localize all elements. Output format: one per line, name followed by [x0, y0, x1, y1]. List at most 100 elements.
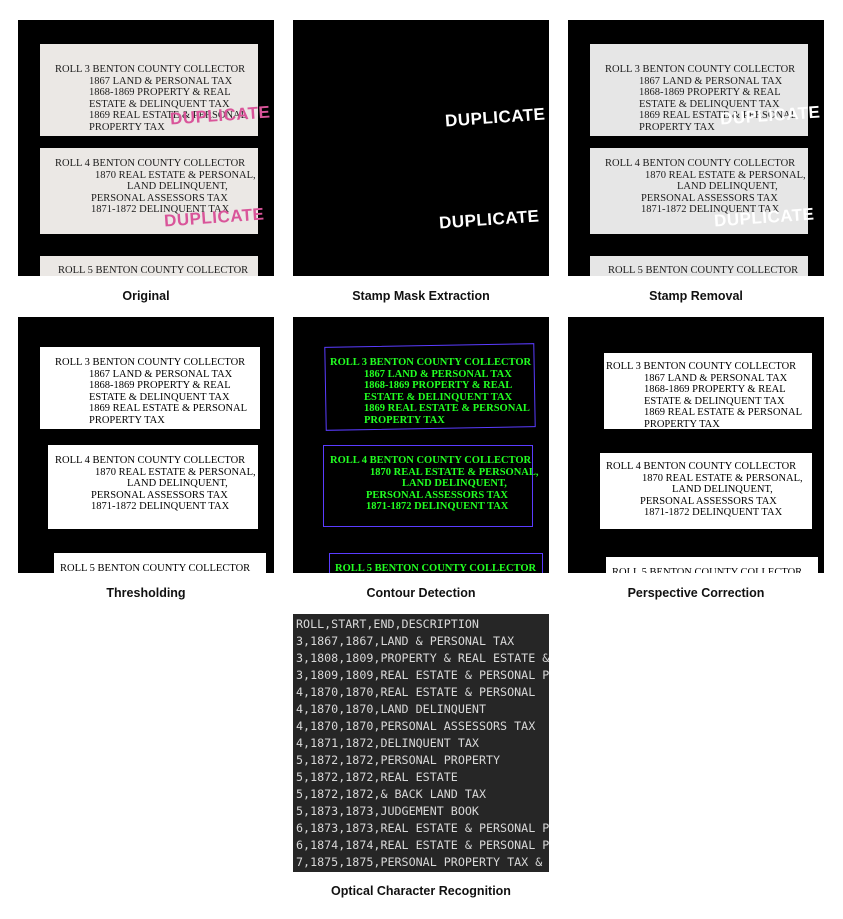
thresh-roll3-line2: 1867 LAND & PERSONAL TAX: [89, 368, 233, 380]
contour-roll3-line5: 1869 REAL ESTATE & PERSONAL: [364, 403, 530, 414]
persp-roll3-line6: PROPERTY TAX: [644, 418, 720, 430]
thresh-roll3-line5: 1869 REAL ESTATE & PERSONAL: [89, 403, 248, 414]
persp-roll3-card: [604, 353, 812, 429]
removal-roll5-line1: ROLL 5 BENTON COUNTY COLLECTOR: [608, 265, 799, 276]
removal-roll3-line1: ROLL 3 BENTON COUNTY COLLECTOR: [605, 64, 796, 75]
ocr-line: 7,1875,1875,PERSONAL PROPERTY TAX &: [296, 855, 543, 869]
contour-roll3-line2: 1867 LAND & PERSONAL TAX: [364, 368, 512, 380]
mask-stamp-1: DUPLICATE: [444, 104, 547, 131]
roll4-card: [40, 148, 258, 234]
persp-roll4-card: [600, 453, 812, 529]
stamp-removal-panel: ROLL 3 BENTON COUNTY COLLECTOR 1867 LAND…: [568, 20, 824, 276]
persp-roll3-line4: ESTATE & DELINQUENT TAX: [644, 395, 785, 407]
roll3-line3: 1868-1869 PROPERTY & REAL: [89, 87, 231, 98]
roll4-line1: ROLL 4 BENTON COUNTY COLLECTOR: [55, 158, 246, 169]
caption-original: Original: [122, 289, 170, 303]
thresh-roll4-line2: 1870 REAL ESTATE & PERSONAL,: [95, 466, 256, 478]
removal-roll3-text: ROLL 3 BENTON COUNTY COLLECTOR 1867 LAND…: [605, 64, 797, 133]
removal-roll4-line5: 1871-1872 DELINQUENT TAX: [641, 204, 780, 215]
ocr-line: ROLL,START,END,DESCRIPTION: [296, 617, 479, 631]
roll3-line2: 1867 LAND & PERSONAL TAX: [89, 75, 233, 87]
contour-box-roll4: [323, 445, 533, 527]
persp-roll4-line4: PERSONAL ASSESSORS TAX: [640, 495, 777, 507]
contour-roll5-text: ROLL 5 BENTON COUNTY COLLECTOR: [335, 563, 536, 573]
caption-perspective: Perspective Correction: [627, 586, 765, 600]
contour-roll5-line1: ROLL 5 BENTON COUNTY COLLECTOR: [335, 563, 537, 573]
ocr-line: 4,1871,1872,DELINQUENT TAX: [296, 736, 479, 750]
contour-roll3-line6: PROPERTY TAX: [364, 414, 445, 426]
roll5-card: [40, 256, 258, 276]
thresh-roll3-line3: 1868-1869 PROPERTY & REAL: [89, 380, 231, 391]
original-panel: ROLL 3 BENTON COUNTY COLLECTOR 1867 LAND…: [18, 20, 274, 276]
persp-roll3-line1: ROLL 3 BENTON COUNTY COLLECTOR: [606, 361, 797, 372]
contour-roll3-line3: 1868-1869 PROPERTY & REAL: [364, 380, 513, 391]
roll4-line3: LAND DELINQUENT,: [127, 181, 228, 192]
thresh-roll4-line1: ROLL 4 BENTON COUNTY COLLECTOR: [55, 455, 246, 466]
caption-stamp-removal: Stamp Removal: [649, 289, 743, 303]
thresh-roll3-line6: PROPERTY TAX: [89, 414, 165, 426]
contour-roll4-line4: PERSONAL ASSESSORS TAX: [366, 489, 509, 501]
persp-roll3-line3: 1868-1869 PROPERTY & REAL: [644, 384, 786, 395]
removal-roll3-line5: 1869 REAL ESTATE & PERSONAL: [639, 110, 798, 121]
roll3-line5: 1869 REAL ESTATE & PERSONAL: [89, 110, 248, 121]
thresh-roll5-line1: ROLL 5 BENTON COUNTY COLLECTOR: [60, 563, 251, 573]
roll4-line2: 1870 REAL ESTATE & PERSONAL,: [95, 169, 256, 181]
persp-roll5-text: ROLL 5 BENTON COUNTY COLLECTOR: [612, 567, 802, 573]
roll4-line5: 1871-1872 DELINQUENT TAX: [91, 204, 230, 215]
ocr-line: 3,1867,1867,LAND & PERSONAL TAX: [296, 634, 515, 648]
persp-roll5-card: [606, 557, 818, 573]
removal-roll3-line2: 1867 LAND & PERSONAL TAX: [639, 75, 783, 87]
ocr-line: 3,1809,1809,REAL ESTATE & PERSONAL P: [296, 668, 549, 682]
persp-roll4-line3: LAND DELINQUENT,: [672, 484, 773, 495]
persp-roll5-line1: ROLL 5 BENTON COUNTY COLLECTOR: [612, 567, 803, 573]
thresh-roll5-text: ROLL 5 BENTON COUNTY COLLECTOR: [60, 563, 250, 573]
ocr-line: 4,1870,1870,PERSONAL ASSESSORS TAX: [296, 719, 536, 733]
removal-roll5-card: [590, 256, 808, 276]
caption-ocr: Optical Character Recognition: [331, 884, 511, 898]
removal-roll4-line3: LAND DELINQUENT,: [677, 181, 778, 192]
contour-roll3-text: ROLL 3 BENTON COUNTY COLLECTOR 1867 LAND…: [330, 357, 531, 426]
ocr-line: 5,1872,1872,REAL ESTATE: [296, 770, 458, 784]
ocr-line: 3,1808,1809,PROPERTY & REAL ESTATE &: [296, 651, 549, 665]
contour-panel: ROLL 3 BENTON COUNTY COLLECTOR 1867 LAND…: [293, 317, 549, 573]
ocr-line: 4,1870,1870,LAND DELINQUENT: [296, 702, 486, 716]
persp-roll4-line2: 1870 REAL ESTATE & PERSONAL,: [642, 472, 803, 484]
ocr-line: 5,1873,1873,JUDGEMENT BOOK: [296, 804, 479, 818]
removal-roll3-card: [590, 44, 808, 136]
roll3-line4: ESTATE & DELINQUENT TAX: [89, 98, 230, 110]
caption-contour: Contour Detection: [366, 586, 476, 600]
thresholding-panel: ROLL 3 BENTON COUNTY COLLECTOR 1867 LAND…: [18, 317, 274, 573]
removal-roll4-line2: 1870 REAL ESTATE & PERSONAL,: [645, 169, 806, 181]
contour-roll4-line5: 1871-1872 DELINQUENT TAX: [366, 501, 509, 512]
contour-roll4-line3: LAND DELINQUENT,: [402, 478, 507, 489]
ocr-line: 5,1872,1872,PERSONAL PROPERTY: [296, 753, 501, 767]
ocr-line: 5,1872,1872,& BACK LAND TAX: [296, 787, 486, 801]
roll3-line1: ROLL 3 BENTON COUNTY COLLECTOR: [55, 64, 246, 75]
thresh-roll4-line3: LAND DELINQUENT,: [127, 478, 228, 489]
contour-roll4-line1: ROLL 4 BENTON COUNTY COLLECTOR: [330, 455, 532, 466]
roll3-card: [40, 44, 258, 136]
roll5-line1: ROLL 5 BENTON COUNTY COLLECTOR: [58, 265, 249, 276]
ocr-line: 4,1870,1870,REAL ESTATE & PERSONAL: [296, 685, 536, 699]
persp-roll3-line2: 1867 LAND & PERSONAL TAX: [644, 372, 788, 384]
removal-roll4-line1: ROLL 4 BENTON COUNTY COLLECTOR: [605, 158, 796, 169]
contour-roll4-text: ROLL 4 BENTON COUNTY COLLECTOR 1870 REAL…: [330, 455, 539, 513]
persp-roll4-line5: 1871-1872 DELINQUENT TAX: [644, 507, 783, 518]
stamp-mask-panel: DUPLICATE DUPLICATE: [293, 20, 549, 276]
roll3-line6: PROPERTY TAX: [89, 121, 165, 133]
contour-roll3-line4: ESTATE & DELINQUENT TAX: [364, 391, 513, 403]
contour-box-roll5: [329, 553, 543, 573]
roll3-text: ROLL 3 BENTON COUNTY COLLECTOR 1867 LAND…: [55, 64, 247, 133]
ocr-output-panel: ROLL,START,END,DESCRIPTION 3,1867,1867,L…: [293, 614, 549, 872]
caption-thresholding: Thresholding: [106, 586, 186, 600]
removal-roll3-line6: PROPERTY TAX: [639, 121, 715, 133]
persp-roll3-text: ROLL 3 BENTON COUNTY COLLECTOR 1867 LAND…: [606, 361, 802, 430]
mask-stamp-2: DUPLICATE: [438, 206, 541, 233]
contour-roll4-line2: 1870 REAL ESTATE & PERSONAL,: [370, 466, 539, 478]
ocr-line: 6,1873,1873,REAL ESTATE & PERSONAL P: [296, 821, 549, 835]
removal-roll3-line4: ESTATE & DELINQUENT TAX: [639, 98, 780, 110]
ocr-line: 6,1874,1874,REAL ESTATE & PERSONAL P: [296, 838, 549, 852]
thresh-roll3-text: ROLL 3 BENTON COUNTY COLLECTOR 1867 LAND…: [55, 357, 247, 426]
thresh-roll4-line5: 1871-1872 DELINQUENT TAX: [91, 501, 230, 512]
thresh-roll4-line4: PERSONAL ASSESSORS TAX: [91, 489, 228, 501]
